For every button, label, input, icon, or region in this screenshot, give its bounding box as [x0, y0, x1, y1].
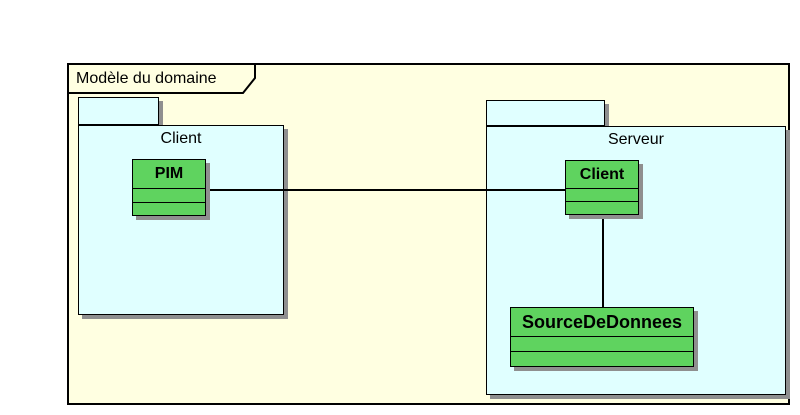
class-sourcededonnees-name: SourceDeDonnees: [511, 308, 693, 337]
package-serveur-label: Serveur: [607, 131, 665, 148]
class-sourcededonnees-operations-compartment: [511, 352, 693, 366]
package-client-label: Client: [160, 130, 202, 147]
class-client-operations-compartment: [566, 202, 638, 214]
class-client-attributes-compartment: [566, 189, 638, 202]
package-title: Modèle du domaine: [76, 70, 217, 87]
class-client-name: Client: [566, 161, 638, 189]
package-tab-notch: [67, 64, 256, 94]
class-sourcededonnees[interactable]: SourceDeDonnees: [510, 307, 694, 367]
class-pim-operations-compartment: [133, 203, 205, 215]
class-pim[interactable]: PIM: [132, 159, 206, 216]
class-pim-name: PIM: [133, 160, 205, 189]
package-client[interactable]: Client: [78, 125, 284, 315]
class-client[interactable]: Client: [565, 160, 639, 215]
association-pim-client[interactable]: [205, 189, 566, 191]
package-client-tab[interactable]: [78, 97, 159, 125]
package-serveur-tab[interactable]: [486, 100, 605, 126]
class-sourcededonnees-attributes-compartment: [511, 337, 693, 352]
class-pim-attributes-compartment: [133, 189, 205, 203]
association-client-sourcededonnees[interactable]: [602, 215, 604, 308]
